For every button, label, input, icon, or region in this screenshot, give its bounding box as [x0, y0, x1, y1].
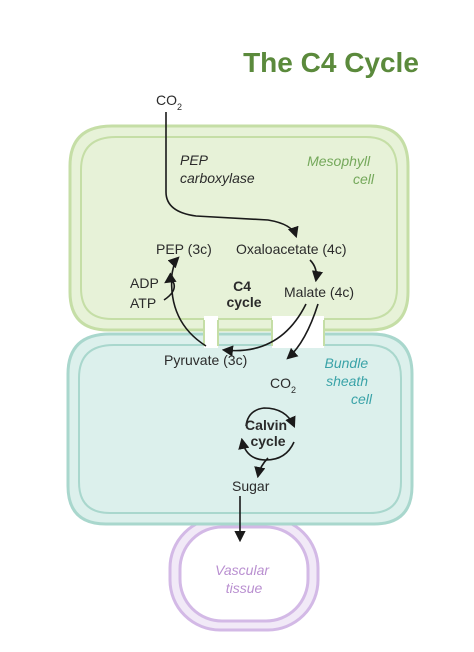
- calvin-cycle-arrow-top: [245, 407, 296, 429]
- malate-label: Malate (4c): [284, 284, 354, 300]
- bundle-sheath-label: Bundle sheath cell: [325, 355, 373, 407]
- vascular-tissue-label: Vascular tissue: [215, 562, 273, 596]
- co2-input-label: CO2: [156, 92, 182, 112]
- bundle-sheath-inner: [78, 344, 402, 514]
- mesophyll-label: Mesophyll cell: [307, 153, 375, 187]
- plasmodesma-right: [272, 316, 324, 348]
- vascular-tissue: [168, 516, 320, 632]
- atp-label: ATP: [130, 295, 156, 311]
- co2-released-label: CO2: [270, 375, 296, 395]
- bundle-sheath-cell: [66, 332, 414, 526]
- malate-to-co2-arrow: [286, 303, 319, 360]
- pyruvate-label: Pyruvate (3c): [164, 352, 247, 368]
- c4-cycle-label: C4 cycle: [226, 278, 261, 310]
- adp-label: ADP: [130, 275, 159, 291]
- adp-atp-arrow: [163, 272, 177, 301]
- co2-to-oxaloacetate-arrow: [165, 112, 299, 239]
- sugar-label: Sugar: [232, 478, 270, 494]
- plasmodesmata: [203, 316, 325, 348]
- calvin-to-sugar-arrow: [254, 457, 269, 479]
- oxaloacetate-label: Oxaloacetate (4c): [236, 241, 347, 257]
- pep-carboxylase-label: PEP carboxylase: [180, 152, 255, 186]
- calvin-cycle-label: Calvin cycle: [245, 417, 291, 449]
- diagram-title: The C4 Cycle: [243, 47, 419, 78]
- oxaloacetate-to-malate-arrow: [309, 259, 323, 283]
- malate-to-pyruvate-arrow: [221, 303, 307, 357]
- vascular-tissue-inner: [178, 525, 310, 623]
- arrows: [163, 112, 323, 543]
- plasmodesma-left: [204, 316, 218, 348]
- pep-label: PEP (3c): [156, 241, 212, 257]
